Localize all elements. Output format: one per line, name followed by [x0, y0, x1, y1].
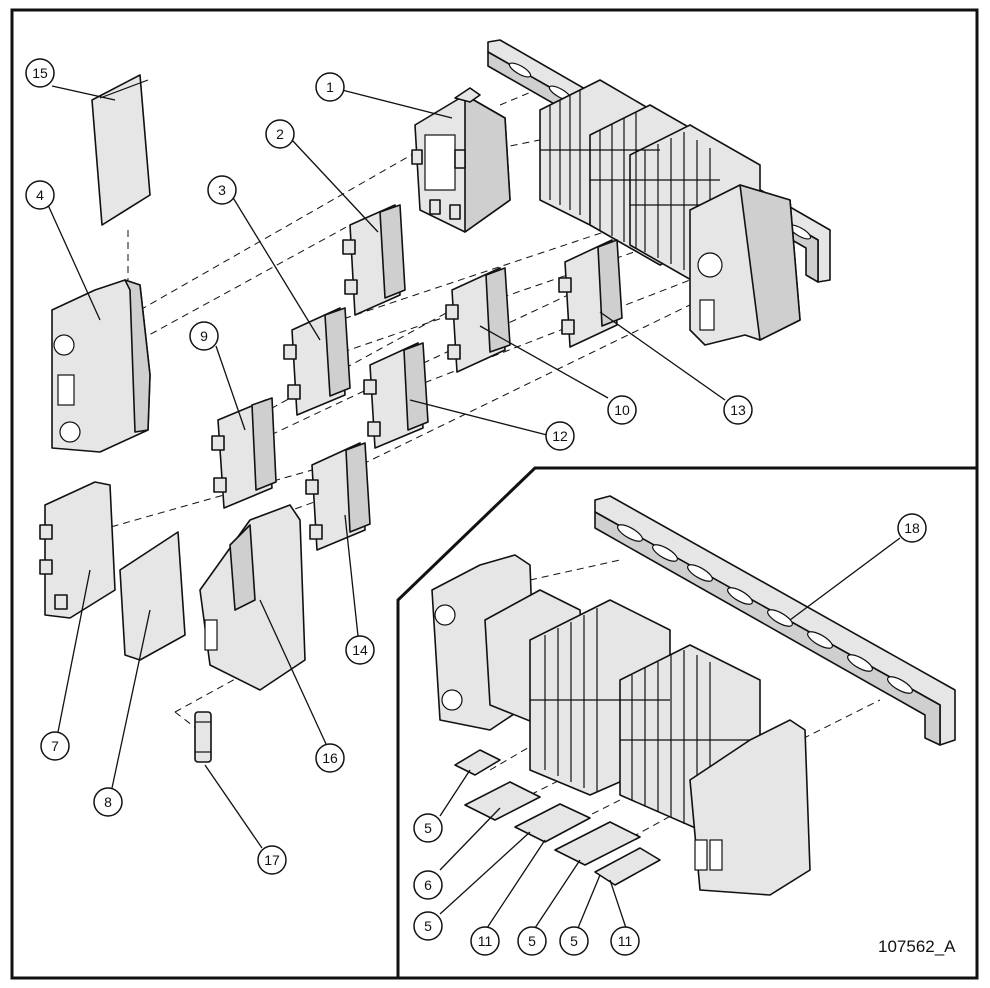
svg-text:2: 2	[276, 126, 284, 142]
svg-text:3: 3	[218, 182, 226, 198]
module-plate-part-13	[558, 239, 623, 348]
svg-text:5: 5	[570, 933, 578, 949]
inset-end-bracket-right	[689, 719, 811, 896]
callout-5: 5	[413, 813, 443, 843]
svg-text:15: 15	[32, 65, 48, 81]
svg-text:6: 6	[424, 877, 432, 893]
end-plate-part-7	[39, 481, 116, 619]
relay-socket-part-1	[411, 87, 511, 233]
jumper-bars-inset	[454, 749, 661, 886]
callout-6: 6	[413, 870, 443, 900]
svg-text:17: 17	[264, 852, 280, 868]
module-plate-part-2	[342, 204, 406, 316]
svg-text:5: 5	[424, 918, 432, 934]
svg-text:11: 11	[478, 933, 493, 949]
callouts: 1 2 3 4 5 5 5 5 5 6 7 8 9 10 11 11 12 13…	[25, 58, 927, 956]
callout-10: 10	[607, 395, 637, 425]
module-plate-part-3	[283, 307, 351, 416]
module-plate-part-10	[445, 267, 511, 373]
module-plate-part-14	[305, 442, 371, 551]
svg-text:11: 11	[618, 933, 633, 949]
callout-3: 3	[207, 175, 237, 205]
callout-5: 5	[559, 926, 589, 956]
svg-text:18: 18	[904, 520, 920, 536]
leader-lines	[47, 85, 901, 929]
callout-11: 11	[610, 926, 640, 956]
svg-text:4: 4	[36, 187, 44, 203]
end-bracket-top	[689, 184, 801, 346]
drawing-reference-number: 107562_A	[878, 937, 956, 956]
svg-text:9: 9	[200, 328, 208, 344]
callout-16: 16	[315, 743, 345, 773]
callout-7: 7	[40, 731, 70, 761]
callout-17: 17	[257, 845, 287, 875]
svg-text:12: 12	[552, 428, 568, 444]
svg-text:5: 5	[424, 820, 432, 836]
callout-5: 5	[517, 926, 547, 956]
callout-1: 1	[315, 72, 345, 102]
callout-12: 12	[545, 421, 575, 451]
callout-5: 5	[413, 911, 443, 941]
callout-8: 8	[93, 787, 123, 817]
fuse-terminal-part-16	[199, 504, 306, 691]
fuse-part-17	[194, 711, 212, 763]
svg-text:10: 10	[614, 402, 630, 418]
drawing-frame	[10, 8, 979, 980]
svg-text:8: 8	[104, 794, 112, 810]
svg-text:14: 14	[352, 642, 368, 658]
callout-18: 18	[897, 513, 927, 543]
svg-text:7: 7	[51, 738, 59, 754]
svg-text:13: 13	[730, 402, 746, 418]
module-plate-part-9	[211, 397, 277, 509]
svg-text:1: 1	[326, 79, 334, 95]
partition-plate-part-8	[119, 531, 186, 661]
end-bracket-part-4	[51, 279, 151, 453]
inset-frame	[396, 466, 977, 978]
callout-9: 9	[189, 321, 219, 351]
callout-4: 4	[25, 180, 55, 210]
svg-text:16: 16	[322, 750, 338, 766]
module-plate-part-12	[363, 342, 429, 449]
callout-13: 13	[723, 395, 753, 425]
din-rail-inset	[594, 495, 956, 746]
callout-2: 2	[265, 119, 295, 149]
marker-card-part-15	[91, 74, 151, 226]
callout-14: 14	[345, 635, 375, 665]
callout-15: 15	[25, 58, 55, 88]
svg-text:5: 5	[528, 933, 536, 949]
callout-11: 11	[470, 926, 500, 956]
terminal-block-stack-top	[539, 79, 761, 286]
